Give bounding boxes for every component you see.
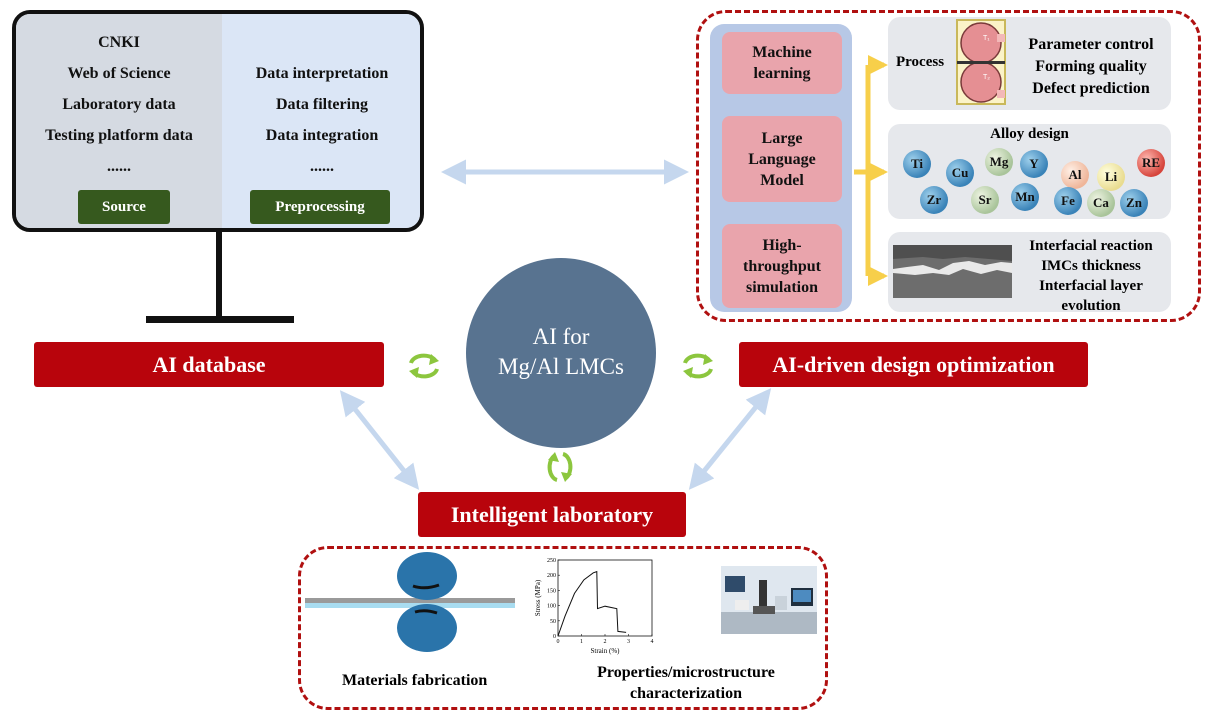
source-button: Source bbox=[78, 190, 170, 224]
preprocessing-button: Preprocessing bbox=[250, 190, 390, 224]
cycle-icon-right bbox=[683, 353, 713, 379]
element-zr: Zr bbox=[920, 186, 948, 214]
cycle-icon-left bbox=[409, 353, 439, 379]
element-mg: Mg bbox=[985, 148, 1013, 176]
source-laboratory-data: Laboratory data bbox=[62, 96, 176, 113]
element-sr: Sr bbox=[971, 186, 999, 214]
ai-database-banner: AI database bbox=[34, 342, 384, 387]
step-data-interpretation: Data interpretation bbox=[255, 65, 389, 82]
roll-mark-t1: T₁ bbox=[983, 35, 990, 42]
element-ca: Ca bbox=[1087, 189, 1115, 217]
center-title: AI for Mg/Al LMCs bbox=[466, 322, 656, 382]
evolution-text: evolution bbox=[1061, 298, 1121, 314]
optimization-region bbox=[696, 10, 1201, 322]
step-data-integration: Data integration bbox=[265, 127, 379, 144]
y-tick-label: 250 bbox=[547, 558, 556, 564]
interface-items: Interfacial reaction IMCs thickness Inte… bbox=[1016, 236, 1166, 316]
rolling-fabrication-illustration bbox=[305, 552, 515, 652]
llm-line1: Large bbox=[761, 129, 803, 147]
ai-optimization-banner: AI-driven design optimization bbox=[739, 342, 1088, 387]
element-cu: Cu bbox=[946, 159, 974, 187]
monitor-stand-neck bbox=[216, 232, 222, 318]
stress-strain-series-line bbox=[557, 570, 627, 637]
interfacial-layer-text: Interfacial layer bbox=[1039, 278, 1143, 294]
y-tick-label: 50 bbox=[550, 619, 556, 625]
hts-line3: simulation bbox=[745, 278, 818, 296]
element-al: Al bbox=[1061, 161, 1089, 189]
hts-line2: throughput bbox=[743, 257, 821, 275]
rolling-mill-icon: T₁ T₂ bbox=[956, 19, 1006, 105]
source-cnki: CNKI bbox=[98, 34, 140, 51]
double-arrow-optimization-lab bbox=[688, 388, 772, 490]
y-tick-label: 0 bbox=[553, 634, 556, 640]
y-tick-label: 150 bbox=[547, 588, 556, 594]
element-y: Y bbox=[1020, 150, 1048, 178]
roll-mark-t2: T₂ bbox=[983, 74, 990, 81]
llm-line2: Language bbox=[748, 150, 816, 168]
x-tick-label: 4 bbox=[651, 639, 654, 645]
hts-line1: High- bbox=[762, 236, 802, 254]
step-ellipsis: ...... bbox=[310, 158, 334, 175]
center-title-line1: AI for bbox=[532, 324, 590, 349]
ml-line2: learning bbox=[753, 65, 811, 82]
laboratory-region bbox=[298, 546, 828, 710]
element-ti: Ti bbox=[903, 150, 931, 178]
element-mn: Mn bbox=[1011, 183, 1039, 211]
llm-line3: Model bbox=[760, 171, 804, 189]
materials-fabrication-label: Materials fabrication bbox=[342, 672, 488, 689]
chart-y-label: Stress (MPa) bbox=[534, 579, 542, 616]
process-label: Process bbox=[896, 54, 945, 70]
center-title-line2: Mg/Al LMCs bbox=[498, 354, 624, 379]
high-throughput-box: High-throughput simulation bbox=[722, 224, 842, 308]
parameter-control-text: Parameter control bbox=[1028, 36, 1154, 53]
forming-quality-text: Forming quality bbox=[1035, 58, 1147, 75]
machine-learning-box: Machine learning bbox=[722, 32, 842, 94]
process-items: Parameter control Forming quality Defect… bbox=[1010, 34, 1172, 100]
x-tick-label: 0 bbox=[557, 639, 560, 645]
source-web-of-science: Web of Science bbox=[67, 65, 171, 82]
step-data-filtering: Data filtering bbox=[276, 96, 368, 113]
cycle-icon-bottom bbox=[547, 452, 573, 482]
interface-micrograph bbox=[893, 245, 1012, 298]
characterization-label: Properties/microstructure characterizati… bbox=[556, 662, 816, 704]
x-tick-label: 1 bbox=[580, 639, 583, 645]
center-circle bbox=[466, 258, 656, 448]
y-tick-label: 200 bbox=[547, 573, 556, 579]
imcs-thickness-text: IMCs thickness bbox=[1041, 258, 1141, 274]
interfacial-reaction-text: Interfacial reaction bbox=[1029, 238, 1153, 254]
element-li: Li bbox=[1097, 163, 1125, 191]
x-tick-label: 2 bbox=[604, 639, 607, 645]
element-fe: Fe bbox=[1054, 187, 1082, 215]
intelligent-laboratory-banner: Intelligent laboratory bbox=[418, 492, 686, 537]
chart-x-label: Strain (%) bbox=[591, 647, 621, 655]
x-tick-label: 3 bbox=[627, 639, 630, 645]
double-arrow-database-lab bbox=[339, 390, 420, 490]
source-testing-platform-data: Testing platform data bbox=[45, 127, 193, 144]
y-tick-label: 100 bbox=[547, 604, 556, 610]
defect-prediction-text: Defect prediction bbox=[1032, 80, 1150, 97]
ml-line1: Machine bbox=[752, 44, 812, 61]
characterization-line1: Properties/microstructure bbox=[597, 664, 775, 681]
preprocessing-panel: Data interpretation Data filtering Data … bbox=[222, 14, 420, 228]
source-panel: CNKI Web of Science Laboratory data Test… bbox=[16, 14, 222, 228]
element-zn: Zn bbox=[1120, 189, 1148, 217]
monitor-stand-base bbox=[146, 316, 294, 323]
characterization-line2: characterization bbox=[630, 685, 742, 702]
lab-equipment-photo bbox=[721, 566, 817, 634]
database-monitor: CNKI Web of Science Laboratory data Test… bbox=[12, 10, 424, 232]
stress-strain-chart: 0 1 2 3 4 0 50 100 150 200 250 Strain (%) Stress (… bbox=[534, 558, 654, 655]
source-ellipsis: ...... bbox=[107, 158, 131, 175]
element-re: RE bbox=[1137, 149, 1165, 177]
process-panel bbox=[888, 17, 1171, 110]
alloy-design-title: Alloy design bbox=[990, 126, 1069, 142]
